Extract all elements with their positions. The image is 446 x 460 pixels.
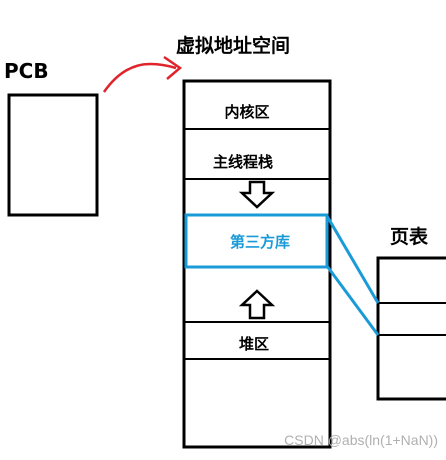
pcb-box [7, 93, 99, 217]
third-party-lib-box [184, 213, 329, 269]
mapping-line-bottom [325, 265, 380, 336]
segment-kernel: 内核区 [224, 103, 269, 121]
segment-heap: 堆区 [239, 335, 269, 353]
watermark: CSDN @abs(ln(1+NaN)) [284, 432, 438, 448]
pcb-to-space-arrow-head [163, 55, 183, 80]
segment-third-party-lib: 第三方库 [230, 233, 290, 251]
virtual-space-box [182, 79, 332, 449]
up-arrow-icon [238, 289, 276, 320]
page-table-label: 页表 [390, 225, 429, 248]
down-arrow-icon [238, 180, 276, 209]
mapping-line-top [325, 215, 380, 304]
virtual-space-label: 虚拟地址空间 [176, 34, 290, 57]
pcb-to-space-arrow [102, 62, 177, 93]
pcb-label: PCB [4, 59, 49, 83]
page-table-box [376, 256, 446, 401]
segment-main-stack: 主线程栈 [213, 153, 273, 171]
